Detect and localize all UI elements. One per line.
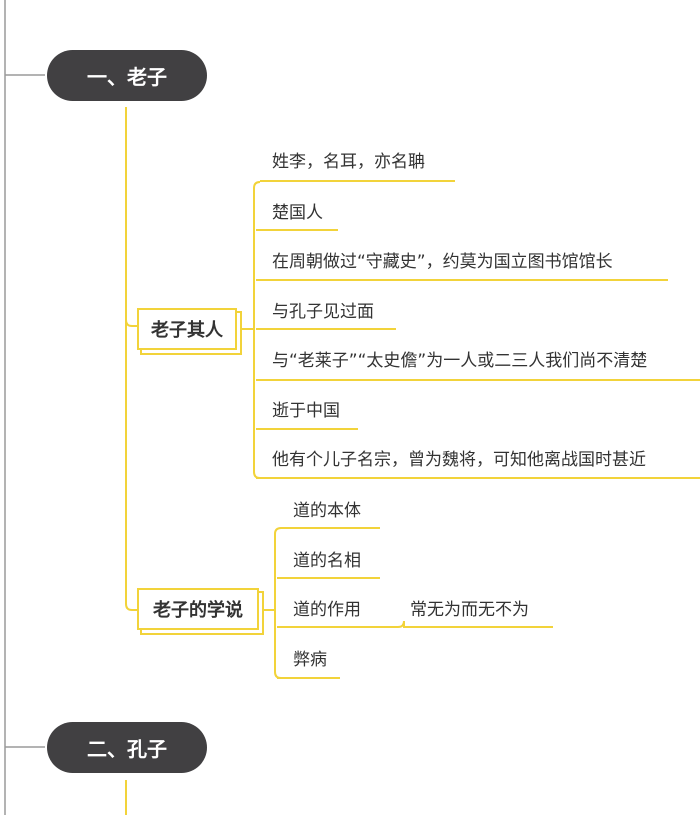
subtopic-title: 老子其人 [151,320,223,341]
bracket-xueshuo [260,527,282,679]
leaf-item[interactable]: 楚国人 [272,203,323,223]
leaf-item[interactable]: 道的作用 [293,600,361,620]
leaf-item-extra[interactable]: 常无为而无不为 [410,600,529,620]
topic-kongzi[interactable]: 二、孔子 [47,722,207,773]
leaf-item[interactable]: 在周朝做过“守藏史”，约莫为国立图书馆馆长 [272,252,613,272]
leaf-item[interactable]: 道的本体 [293,501,361,521]
leaf-item[interactable]: 逝于中国 [272,401,340,421]
topic-laozi[interactable]: 一、老子 [47,50,207,101]
subtopic-title: 老子的学说 [153,600,243,621]
topic-title: 一、老子 [87,65,167,89]
leaf-item[interactable]: 姓李，名耳，亦名聃 [272,152,425,172]
leaf-item[interactable]: 与孔子见过面 [272,302,374,322]
leaf-item[interactable]: 道的名相 [293,551,361,571]
link-qiren [125,319,138,327]
subtopic-laozi-xueshuo[interactable]: 老子的学说 [137,588,259,630]
subtopic-laozi-qiren[interactable]: 老子其人 [137,308,237,350]
trunk-laozi [125,107,138,611]
topic-title: 二、孔子 [87,737,167,761]
leaf-item[interactable]: 他有个儿子名宗，曾为魏将，可知他离战国时甚近 [272,450,646,470]
leaf-item[interactable]: 与“老莱子”“太史儋”为一人或二三人我们尚不清楚 [272,351,648,371]
link-extra [380,620,553,628]
leaf-item[interactable]: 弊病 [293,650,327,670]
